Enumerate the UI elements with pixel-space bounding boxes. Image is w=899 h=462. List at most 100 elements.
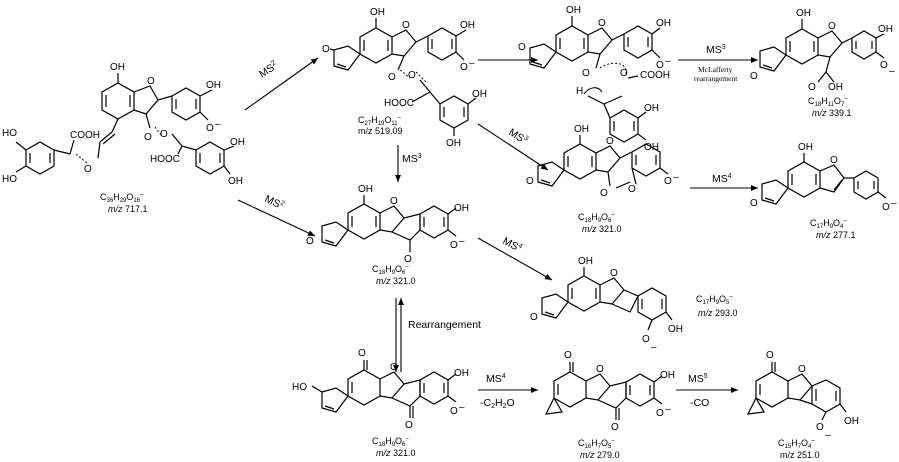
atom-oh: OH	[206, 80, 221, 91]
formula-c15-251: C15H7O4–	[778, 438, 815, 450]
atom-oh: OH	[358, 184, 373, 195]
formula-c18-321a: C18H9O6–	[578, 212, 615, 224]
atom-o: O	[582, 68, 590, 79]
atom-cooh: COOH	[640, 70, 670, 81]
arrow-321c-to-279: MS4 -C2H2O	[478, 373, 538, 410]
atom-o: O	[306, 236, 314, 247]
label-ms2: MS2	[257, 59, 280, 80]
label-rearrangement-small: rearrangement	[694, 74, 738, 83]
charge-minus: –	[469, 58, 475, 69]
atom-o: O	[766, 350, 774, 361]
atom-o: O	[526, 176, 534, 187]
label-mclafferty: McLafferty	[698, 65, 733, 74]
mz-parent: m/z 717.1	[108, 204, 148, 214]
atom-o: O	[405, 420, 413, 431]
molecule-c15-251: O O O – OH C15H7O4– m/z 251.0	[746, 350, 859, 460]
charge-minus: –	[891, 198, 897, 209]
atom-oh: OH	[828, 82, 843, 93]
mz-c18-321a: m/z 321.0	[582, 224, 622, 234]
label-ms4: MS4	[712, 173, 732, 185]
formula-c18-321b: C18H9O6–	[372, 264, 409, 276]
mz-c16-279: m/z 279.0	[580, 450, 620, 460]
atom-o: O	[390, 196, 398, 207]
atom-o: O	[147, 76, 155, 87]
atom-oh: OH	[668, 324, 683, 335]
atom-o: O	[564, 350, 572, 361]
molecule-c17-277: OH O O O – C17H9O4– m/z 277.1	[750, 142, 897, 240]
atom-o: O	[596, 364, 604, 375]
atom-hooc: HOOC	[384, 98, 414, 109]
atom-oh: OH	[656, 18, 671, 29]
atom-oh: OH	[472, 89, 487, 100]
atom-o: O	[404, 254, 412, 265]
atom-oh: OH	[798, 142, 813, 153]
charge-minus: –	[825, 430, 831, 441]
atom-o-minus: O	[450, 240, 458, 251]
atom-oh: OH	[566, 5, 581, 16]
atom-o: O	[830, 155, 838, 166]
arrow-321a-to-277: MS4	[690, 173, 758, 191]
atom-oh: OH	[796, 8, 811, 19]
arrow-parent-to-c18-321b: MS2	[237, 193, 316, 237]
arrow-rearrangement: Rearrangement	[393, 298, 481, 372]
atom-o: O	[160, 129, 168, 140]
atom-h: H	[576, 86, 583, 97]
atom-oh: OH	[110, 62, 125, 73]
formula-c18-321c: C18H9O6–	[372, 436, 409, 448]
mz-c18-321b: m/z 321.0	[376, 276, 416, 286]
atom-o: O	[610, 268, 618, 279]
atom-oh: OH	[460, 20, 475, 31]
label-ms4: MS4	[501, 235, 524, 255]
atom-ho: HO	[2, 174, 17, 185]
atom-o: O	[600, 188, 608, 199]
atom-o-minus: O	[880, 60, 888, 71]
charge-minus: –	[651, 342, 657, 353]
arrow-c27-to-321a: MS3	[477, 123, 549, 171]
atom-o: O	[750, 198, 758, 209]
atom-o-minus: O	[642, 334, 650, 345]
molecule-c18-339: OH O O OH O – O OH C18H11O7– m/z 339.1	[750, 8, 895, 118]
label-ms3: MS3	[706, 44, 726, 56]
atom-o: O	[84, 164, 92, 175]
atom-oh: OH	[878, 24, 893, 35]
arrow-parent-to-c27: MS2	[244, 57, 319, 111]
mz-c18-339: m/z 339.1	[812, 108, 852, 118]
atom-o-minus: O	[656, 408, 664, 419]
atom-ho: HO	[2, 128, 17, 139]
atom-oh: OH	[574, 124, 589, 135]
atom-o: O	[620, 68, 628, 79]
atom-o: O	[808, 82, 816, 93]
atom-o-minus: O	[460, 62, 468, 73]
arrow-279-to-251: MS5 -CO	[676, 373, 738, 409]
formula-c17-277: C17H9O4–	[810, 218, 847, 230]
atom-oh: OH	[370, 7, 385, 18]
atom-o: O	[144, 132, 152, 143]
atom-o: O	[628, 184, 636, 195]
label-loss-co: -CO	[690, 397, 709, 409]
atom-o: O	[390, 362, 398, 373]
mz-c17-293: m/z 293.0	[698, 308, 738, 318]
formula-c27: C27H19O11–	[358, 115, 402, 127]
atom-oh: OH	[454, 368, 469, 379]
mz-c27: m/z 519.09	[358, 126, 403, 136]
arrow-321b-to-293: MS4	[477, 235, 553, 281]
atom-cooh: COOH	[70, 130, 100, 141]
atom-o: O	[408, 70, 416, 81]
molecule-c17-293: OH O O OH O – C17H9O5– m/z 293.0	[530, 256, 738, 353]
atom-o: O	[828, 21, 836, 32]
label-ms3: MS3	[506, 126, 529, 147]
mz-c18-321c: m/z 321.0	[376, 448, 416, 458]
molecule-c18-321c: O HO O O OH O – C18H9O6– m/z 321.0	[292, 348, 469, 458]
atom-o-minus: O	[664, 176, 672, 187]
atom-o-minus: O	[816, 422, 824, 433]
arrow-c27-to-321b: MS3	[395, 145, 422, 182]
atom-o: O	[322, 44, 330, 55]
charge-minus: –	[459, 402, 465, 413]
atom-o: O	[402, 20, 410, 31]
mz-c17-277: m/z 277.1	[816, 230, 856, 240]
atom-oh: OH	[454, 203, 469, 214]
molecule-c16-279: O O O OH O – C16H7O5– m/z 279.0	[544, 350, 675, 460]
atom-o: O	[358, 348, 366, 359]
label-loss-c2h2o: -C2H2O	[480, 397, 515, 410]
